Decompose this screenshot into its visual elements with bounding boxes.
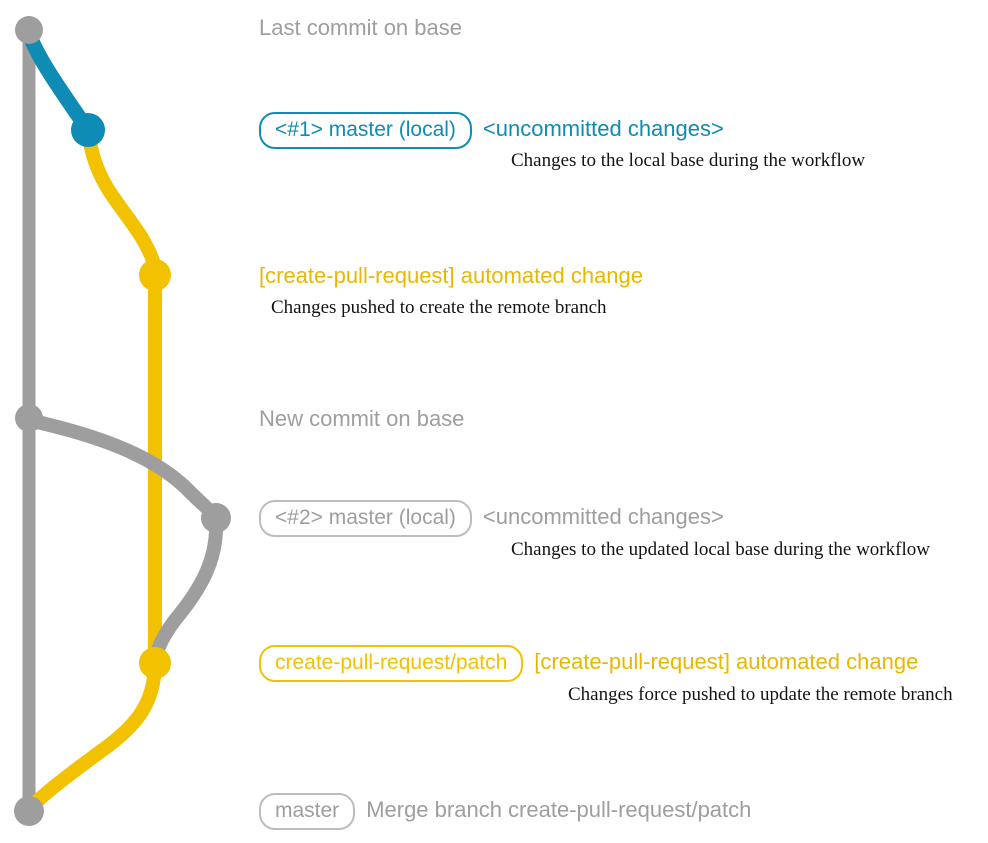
- commit-node-local-1[interactable]: [71, 113, 105, 147]
- branch-label-master-local-2[interactable]: <#2> master (local): [259, 500, 472, 538]
- commit-subject: Merge branch create-pull-request/patch: [366, 797, 752, 822]
- remote-to-merge-edge: [24, 658, 162, 814]
- commit-subject: [create-pull-request] automated change: [259, 263, 644, 288]
- remote-branch-edge-create: [81, 125, 162, 282]
- commit-subject: <uncommitted changes>: [482, 504, 724, 529]
- branch-label-create-pull-request-patch[interactable]: create-pull-request/patch: [259, 645, 524, 683]
- commit-row-local-2: <#2> master (local) <uncommitted changes…: [259, 500, 724, 538]
- branch-label-master-local-1[interactable]: <#1> master (local): [259, 112, 472, 150]
- commit-description-local-1: Changes to the local base during the wor…: [511, 150, 866, 171]
- commit-node-merge[interactable]: [14, 796, 44, 826]
- commit-row-remote-create: [create-pull-request] automated change: [259, 263, 644, 288]
- commit-subject: Last commit on base: [259, 15, 462, 40]
- base-to-local2-edge: [22, 413, 223, 525]
- commit-node-last-commit-on-base[interactable]: [15, 16, 43, 44]
- commit-row-remote-update: create-pull-request/patch [create-pull-r…: [259, 645, 919, 683]
- commit-node-remote-update[interactable]: [139, 647, 171, 679]
- commit-row-merge: master Merge branch create-pull-request/…: [259, 793, 752, 831]
- commit-row-new-commit-on-base: New commit on base: [259, 406, 465, 431]
- commit-row-local-1: <#1> master (local) <uncommitted changes…: [259, 112, 724, 150]
- commit-row-last-commit-on-base: Last commit on base: [259, 15, 462, 40]
- commit-subject: New commit on base: [259, 406, 465, 431]
- commit-node-new-commit-on-base[interactable]: [15, 404, 43, 432]
- commit-description-remote-update: Changes force pushed to update the remot…: [568, 684, 953, 705]
- branch-label-master[interactable]: master: [259, 793, 356, 831]
- commit-node-local-2[interactable]: [201, 503, 231, 533]
- commit-description-local-2: Changes to the updated local base during…: [511, 539, 930, 560]
- commit-subject: [create-pull-request] automated change: [534, 649, 919, 674]
- commit-subject: <uncommitted changes>: [482, 116, 724, 141]
- local2-to-remote-edge: [148, 513, 224, 670]
- commit-node-remote-create[interactable]: [139, 259, 171, 291]
- commit-description-remote-create: Changes pushed to create the remote bran…: [271, 297, 607, 318]
